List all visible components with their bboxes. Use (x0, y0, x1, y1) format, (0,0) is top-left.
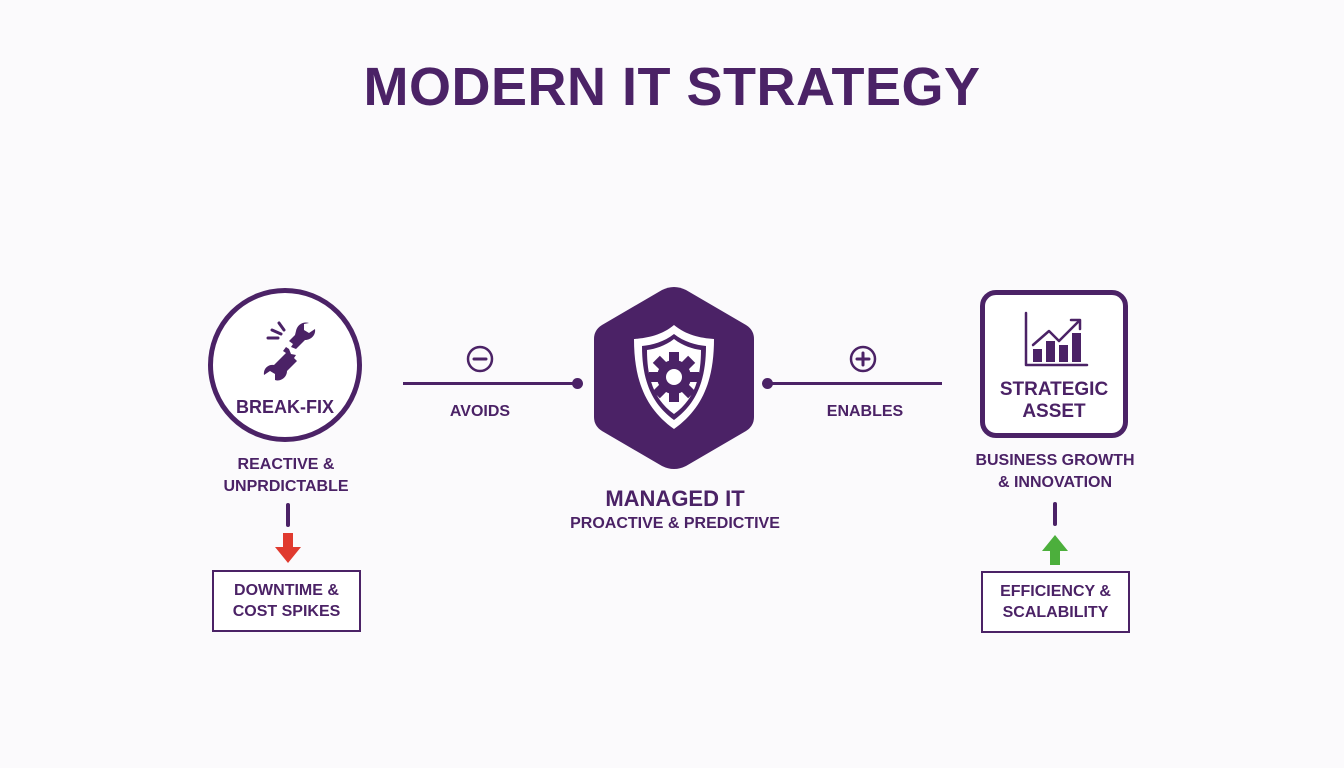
outcome-line: EFFICIENCY & (1000, 583, 1111, 600)
efficiency-box: EFFICIENCY & SCALABILITY (981, 571, 1130, 633)
break-fix-node: BREAK-FIX (208, 288, 362, 442)
strategic-asset-label: STRATEGIC ASSET (985, 379, 1123, 423)
managed-it-subtitle: PROACTIVE & PREDICTIVE (570, 515, 780, 532)
broken-wrench-icon (263, 321, 316, 381)
description-line: & INNOVATION (997, 474, 1113, 491)
page-title: MODERN IT STRATEGY (363, 57, 981, 117)
minus-circle-icon (466, 345, 494, 373)
break-fix-label: BREAK-FIX (236, 397, 334, 417)
description-line: UNPRDICTABLE (223, 478, 349, 495)
managed-it-title: MANAGED IT (605, 486, 745, 511)
enables-label: ENABLES (826, 403, 904, 420)
connector-line (286, 503, 290, 527)
shield-gear-icon (634, 325, 714, 429)
label-line: ASSET (1022, 401, 1086, 422)
description-line: BUSINESS GROWTH (975, 452, 1135, 469)
avoids-connector-line (403, 382, 575, 385)
downtime-box: DOWNTIME & COST SPIKES (212, 570, 361, 632)
connector-dot (572, 378, 583, 389)
break-fix-description: REACTIVE & UNPRDICTABLE (208, 454, 364, 498)
strategic-asset-description: BUSINESS GROWTH & INNOVATION (960, 450, 1150, 494)
label-line: STRATEGIC (999, 379, 1109, 400)
strategic-asset-node: STRATEGIC ASSET (980, 290, 1128, 438)
description-line: REACTIVE & (237, 456, 335, 473)
up-arrow-icon (1042, 535, 1068, 565)
growth-chart-icon (1024, 311, 1089, 367)
plus-circle-icon (849, 345, 877, 373)
avoids-label: AVOIDS (449, 403, 511, 420)
outcome-line: DOWNTIME & (234, 582, 339, 599)
down-arrow-icon (275, 533, 301, 563)
managed-it-node (594, 287, 754, 469)
enables-connector-line (766, 382, 942, 385)
outcome-line: COST SPIKES (232, 603, 341, 620)
outcome-line: SCALABILITY (1002, 604, 1109, 621)
connector-line (1053, 502, 1057, 526)
